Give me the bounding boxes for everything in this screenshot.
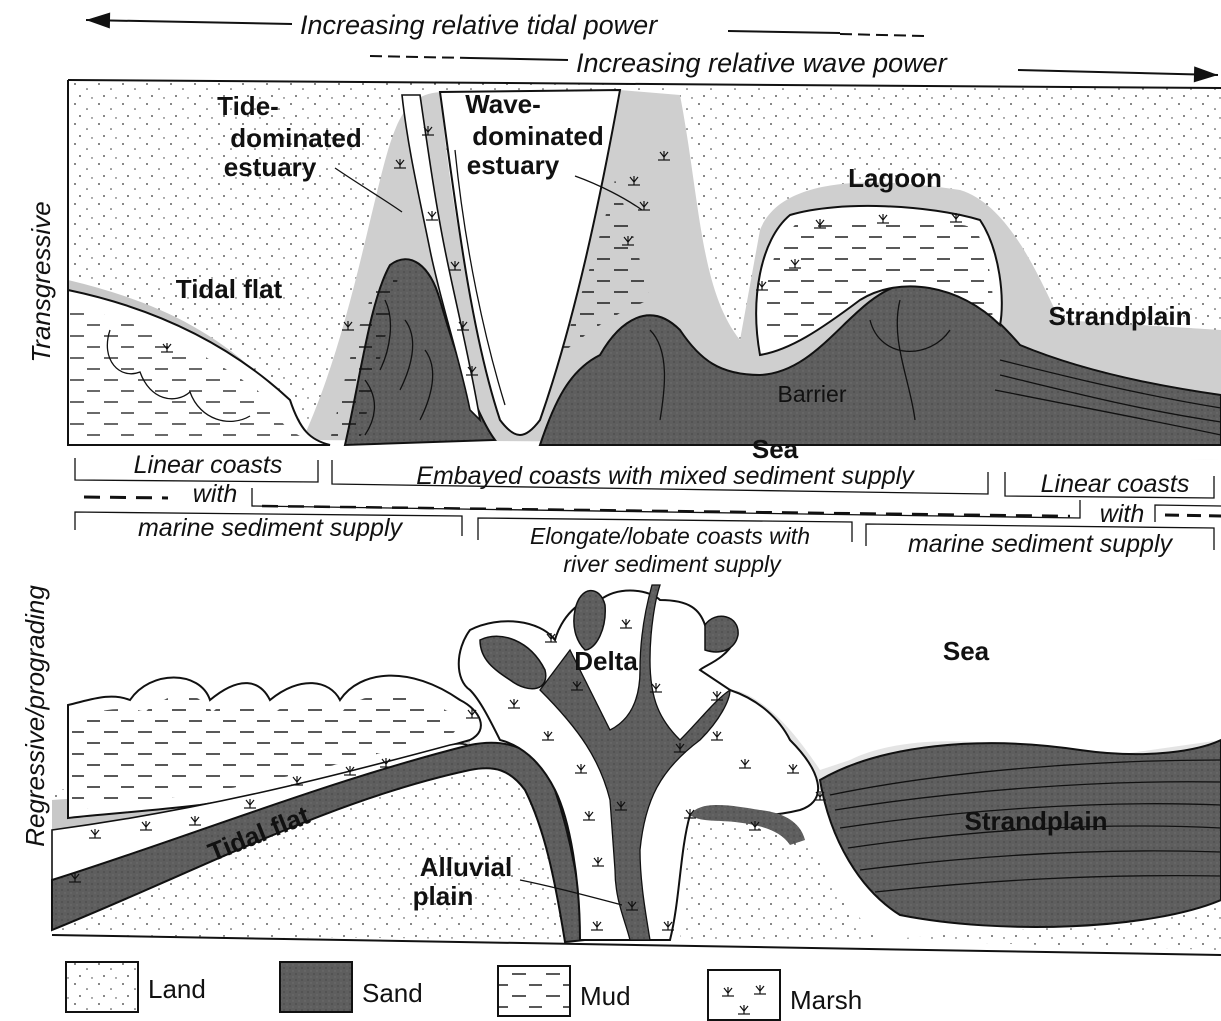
legend-land: Land xyxy=(66,962,206,1012)
legend: Land Sand Mud Marsh xyxy=(66,962,862,1020)
regressive-label: Regressive/prograding xyxy=(20,585,50,847)
lower-strandplain-label: Strandplain xyxy=(964,806,1107,836)
elongate-label-1: Elongate/lobate coasts with xyxy=(530,523,810,549)
tide-estuary-label-3: estuary xyxy=(224,152,317,182)
upper-strandplain-label: Strandplain xyxy=(1048,301,1191,331)
legend-sand: Sand xyxy=(280,962,423,1012)
embayed-label: Embayed coasts with mixed sediment suppl… xyxy=(416,462,915,490)
linear-left-label-1: Linear coasts xyxy=(134,451,283,479)
upper-tidal-flat-label: Tidal flat xyxy=(176,274,283,304)
legend-land-label: Land xyxy=(148,974,206,1004)
wave-estuary-label-2: dominated xyxy=(472,121,603,151)
wave-power-label: Increasing relative wave power xyxy=(576,48,948,78)
legend-sand-label: Sand xyxy=(362,978,423,1008)
wave-estuary-label-1: Wave- xyxy=(465,89,541,119)
elongate-label-2: river sediment supply xyxy=(563,551,782,577)
upper-sea-label: Sea xyxy=(752,434,799,464)
legend-mud-label: Mud xyxy=(580,981,631,1011)
tide-estuary-label-2: dominated xyxy=(230,123,361,153)
delta-label: Delta xyxy=(574,646,638,676)
lagoon-label: Lagoon xyxy=(848,163,942,193)
linear-left-label-2: with xyxy=(193,480,237,508)
barrier-label: Barrier xyxy=(777,381,846,407)
transgressive-label: Transgressive xyxy=(26,201,56,362)
wave-estuary-label-3: estuary xyxy=(467,150,560,180)
alluvial-label-1: Alluvial xyxy=(420,852,512,882)
legend-marsh-label: Marsh xyxy=(790,985,862,1015)
lower-panel xyxy=(52,585,1221,955)
legend-marsh: Marsh xyxy=(708,970,862,1020)
linear-right-label-3: marine sediment supply xyxy=(908,530,1174,558)
legend-mud: Mud xyxy=(498,966,631,1016)
linear-right-label-2: with xyxy=(1100,500,1144,528)
linear-left-label-3: marine sediment supply xyxy=(138,514,404,542)
linear-right-label-1: Linear coasts xyxy=(1041,470,1190,498)
tide-estuary-label-1: Tide- xyxy=(217,91,279,121)
tidal-power-label: Increasing relative tidal power xyxy=(300,10,658,40)
alluvial-label-2: plain xyxy=(413,881,474,911)
lower-sea-label: Sea xyxy=(943,636,990,666)
